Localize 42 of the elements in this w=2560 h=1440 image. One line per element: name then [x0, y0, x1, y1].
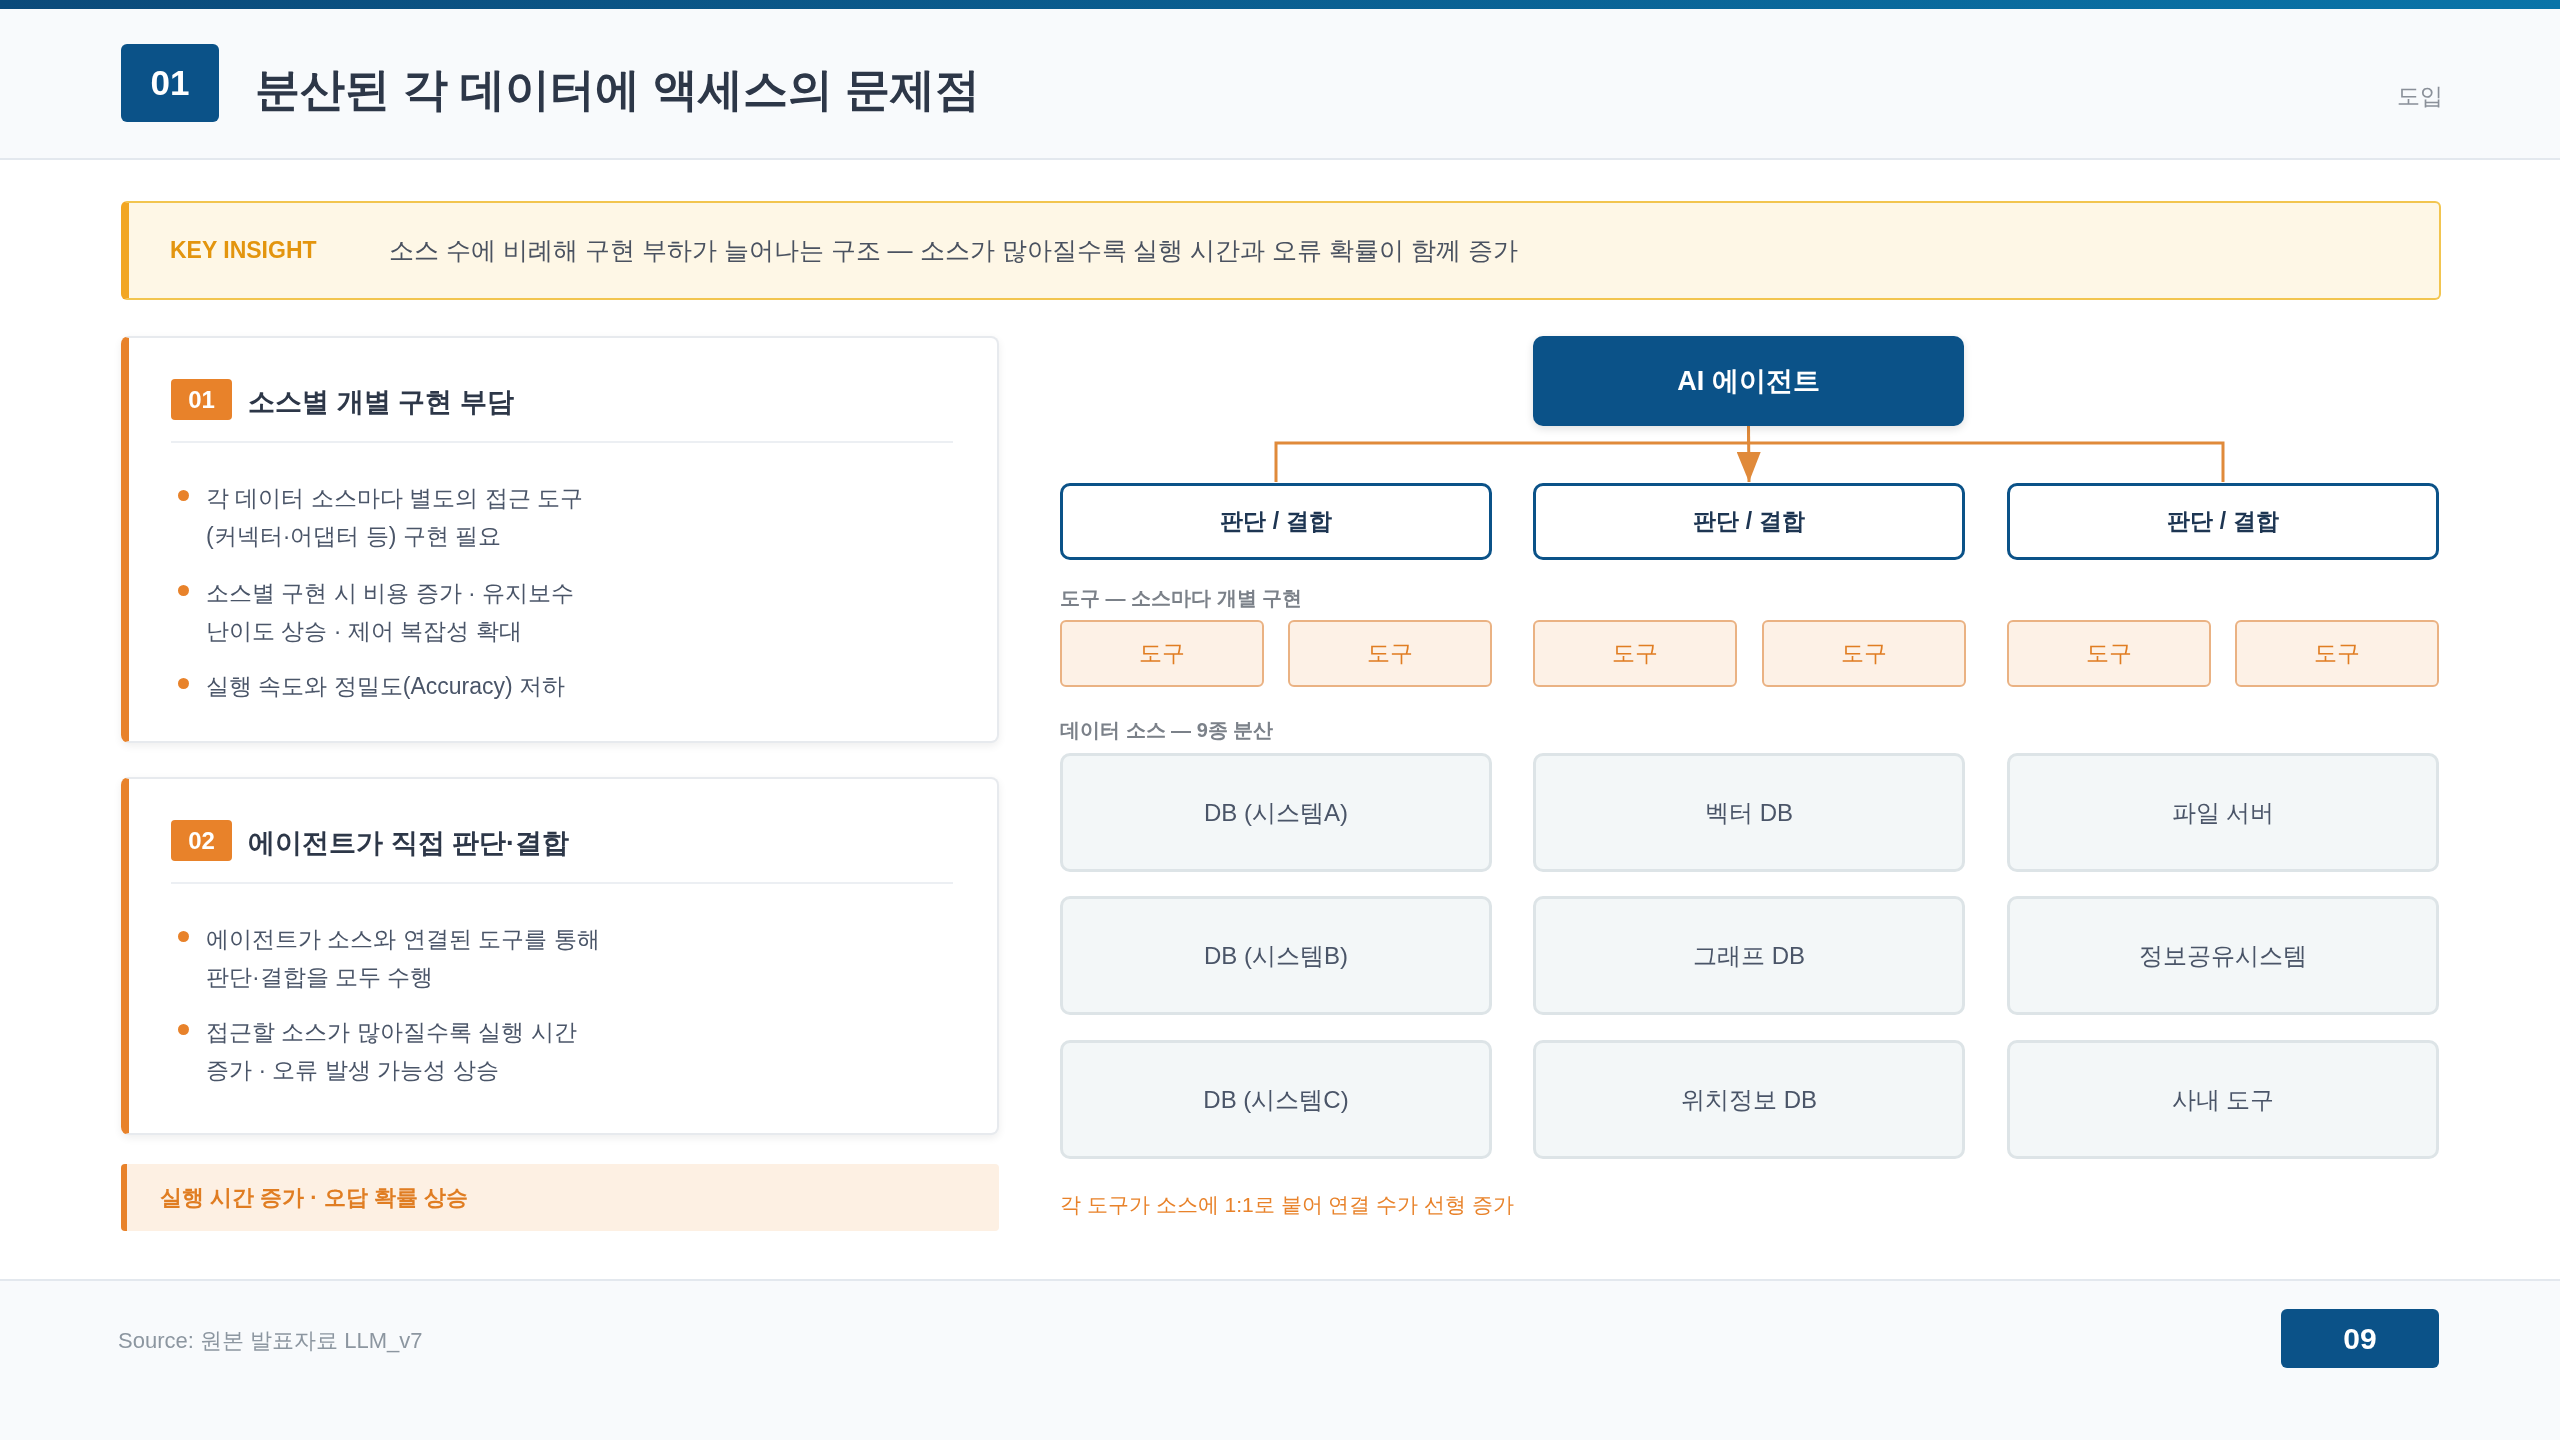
source-box: 그래프 DB: [1533, 896, 1965, 1015]
source-box: 벡터 DB: [1533, 753, 1965, 872]
card-heading: 에이전트가 직접 판단·결합: [248, 827, 569, 860]
note-bar: 실행 시간 증가 · 오답 확률 상승: [121, 1164, 999, 1231]
card: [121, 336, 999, 743]
source-box: 위치정보 DB: [1533, 1040, 1965, 1159]
tool-box: 도구: [1762, 620, 1966, 687]
group-label: 도구 — 소스마다 개별 구현: [1060, 586, 1303, 611]
agent-box: AI 에이전트: [1533, 336, 1964, 426]
insight-banner: [121, 201, 2441, 300]
bullet-text: 실행 속도와 정밀도(Accuracy) 저하: [206, 672, 567, 701]
insight-text: 소스 수에 비례해 구현 부하가 늘어나는 구조 — 소스가 많아질수록 실행 시간과 오류 확률이 함께 증가: [389, 235, 1519, 266]
number-badge: 02: [171, 820, 232, 861]
number-badge: 01: [121, 44, 219, 122]
card-heading: 소스별 개별 구현 부담: [248, 386, 514, 419]
source-box: 사내 도구: [2007, 1040, 2439, 1159]
footnote: 각 도구가 소스에 1:1로 붙어 연결 수가 선형 증가: [1060, 1192, 1514, 1218]
process-box: 판단 / 결합: [2007, 483, 2439, 560]
group-label: 데이터 소스 — 9종 분산: [1060, 718, 1274, 743]
section-label: 도입: [2397, 82, 2443, 111]
tool-box: 도구: [2235, 620, 2439, 687]
number-badge: 01: [171, 379, 232, 420]
bullet-text: 각 데이터 소스마다 별도의 접근 도구 (커넥터·어댑터 등) 구현 필요: [206, 484, 584, 551]
bullet-text: 접근할 소스가 많아질수록 실행 시간 증가 · 오류 발생 가능성 상승: [206, 1018, 578, 1085]
process-box: 판단 / 결합: [1533, 483, 1965, 560]
bullet-text: 에이전트가 소스와 연결된 도구를 통해 판단·결합을 모두 수행: [206, 925, 601, 992]
source-box: DB (시스템C): [1060, 1040, 1492, 1159]
page-number: 09: [2281, 1309, 2439, 1368]
source-box: DB (시스템A): [1060, 753, 1492, 872]
process-box: 판단 / 결합: [1060, 483, 1492, 560]
tool-box: 도구: [2007, 620, 2211, 687]
source-box: DB (시스템B): [1060, 896, 1492, 1015]
source-box: 파일 서버: [2007, 753, 2439, 872]
card: [121, 777, 999, 1135]
tool-box: 도구: [1060, 620, 1264, 687]
insight-tag: KEY INSIGHT: [170, 231, 317, 269]
tool-box: 도구: [1533, 620, 1737, 687]
tool-box: 도구: [1288, 620, 1492, 687]
source-box: 정보공유시스템: [2007, 896, 2439, 1015]
bullet-text: 소스별 구현 시 비용 증가 · 유지보수 난이도 상승 · 제어 복잡성 확대: [206, 579, 575, 646]
source-note: Source: 원본 발표자료 LLM_v7: [118, 1327, 423, 1355]
slide-title: 분산된 각 데이터에 액세스의 문제점: [255, 63, 980, 117]
